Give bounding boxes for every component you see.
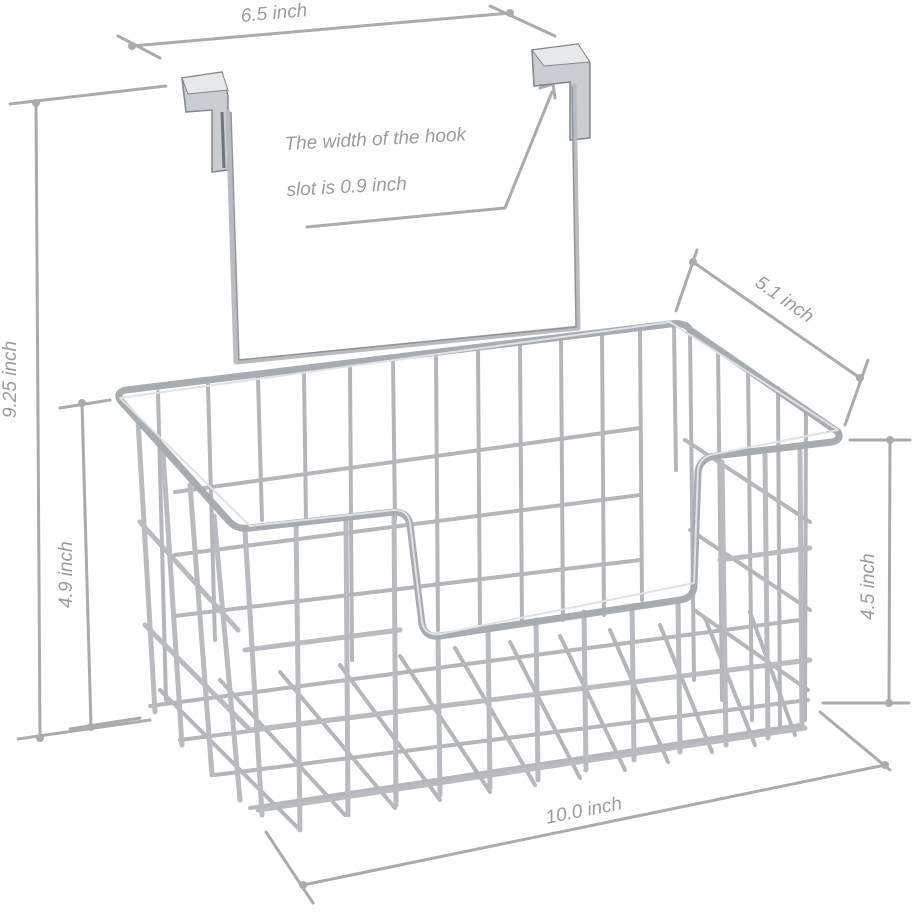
- dimension-front-height: [58, 398, 142, 731]
- basket-side-wires: [683, 328, 812, 727]
- basket-top-rim: [115, 320, 843, 640]
- label-front-height: 4.9 inch: [56, 541, 77, 608]
- dimension-top-hook-spacing: [116, 4, 557, 60]
- dimension-back-height: [821, 436, 912, 707]
- basket-bottom-grid: [148, 610, 810, 832]
- hanger-wire: [225, 83, 581, 365]
- right-hook: [531, 43, 591, 141]
- basket-front-rails: [137, 519, 813, 813]
- dimension-total-height: [8, 84, 168, 742]
- basket-front-wires: [135, 417, 805, 833]
- dimension-width: [264, 710, 892, 905]
- label-back-height: 4.5 inch: [858, 553, 879, 620]
- hook-slot-callout-line: [305, 82, 557, 229]
- left-hook: [181, 71, 229, 173]
- dimension-depth: [674, 248, 870, 427]
- label-total-height: 9.25 inch: [0, 340, 21, 418]
